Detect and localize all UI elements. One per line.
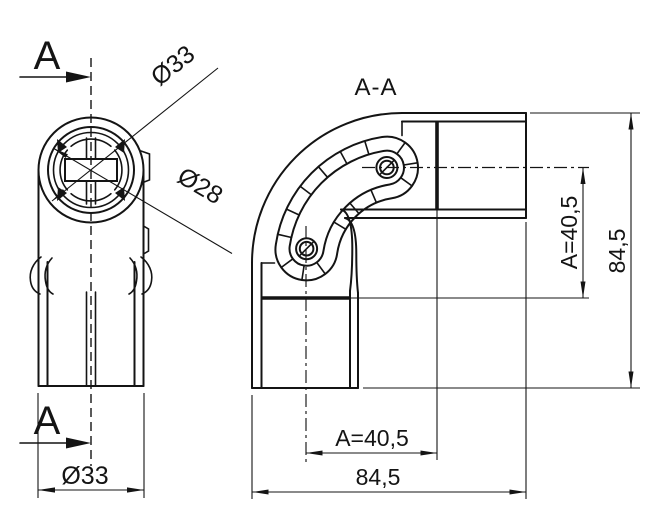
serration-tick bbox=[399, 176, 413, 187]
clamp-lug-upper bbox=[140, 150, 151, 184]
cut-wedge bbox=[115, 187, 125, 201]
serration-tick bbox=[280, 257, 294, 268]
dimension-overall-right-label: 84,5 bbox=[604, 229, 630, 274]
leader-arrowhead bbox=[52, 189, 67, 201]
screw-slot-line bbox=[298, 241, 315, 257]
serration-tick bbox=[301, 264, 305, 281]
dim-arrowhead bbox=[509, 489, 526, 495]
dim-arrowhead bbox=[127, 487, 144, 493]
inner-corner-bore-curve bbox=[340, 208, 354, 292]
section-arrowhead bbox=[66, 71, 91, 83]
leader-arrowhead bbox=[53, 148, 68, 158]
outer-diameter-label: Ø33 bbox=[146, 40, 200, 91]
dimension-a-right-label: A=40,5 bbox=[556, 196, 582, 270]
dim-arrowhead bbox=[628, 113, 634, 130]
section-view: A-A bbox=[251, 74, 640, 499]
end-view: Ø33 Ø28 A A Ø33 bbox=[19, 34, 233, 498]
dimension-overall-bottom: 84,5 bbox=[252, 464, 526, 495]
dimension-overall-right: 84,5 bbox=[604, 113, 634, 388]
dimension-a-bottom: A=40,5 bbox=[306, 425, 437, 456]
kidney-slot-serrated-band bbox=[274, 135, 419, 282]
slot-edge-lines bbox=[85, 137, 97, 205]
dim-arrowhead bbox=[580, 281, 586, 298]
tube-body bbox=[37, 169, 145, 387]
screw-shank-circle bbox=[298, 240, 315, 257]
section-view-title: A-A bbox=[354, 74, 397, 101]
section-arrowhead bbox=[66, 437, 91, 449]
section-arrow-top: A bbox=[19, 34, 91, 83]
neck-curve bbox=[140, 256, 153, 295]
dim-arrowhead bbox=[420, 450, 437, 456]
bottom-diameter-dimension: Ø33 bbox=[37, 393, 145, 498]
bore-lines bbox=[260, 120, 527, 389]
serration-tick bbox=[363, 140, 370, 156]
clamp-screw-lower bbox=[295, 237, 319, 261]
inner-dia-leader-line bbox=[52, 147, 233, 254]
elbow-outline bbox=[251, 112, 527, 389]
neck-curve bbox=[44, 257, 54, 295]
serration-arc bbox=[70, 138, 112, 148]
serration-tick bbox=[315, 261, 326, 275]
serration-tick bbox=[370, 189, 378, 204]
dimension-a-bottom-label: A=40,5 bbox=[335, 425, 409, 451]
dim-arrowhead bbox=[252, 489, 269, 495]
dimension-a-right: A=40,5 bbox=[556, 167, 586, 298]
dim-arrowhead bbox=[306, 450, 323, 456]
serration-tick bbox=[333, 221, 347, 231]
outer-dia-leader-line bbox=[51, 67, 219, 202]
bottom-diameter-label: Ø33 bbox=[61, 462, 108, 490]
screw-head-circle bbox=[295, 237, 319, 261]
serration-tick bbox=[396, 141, 406, 155]
serration-tick bbox=[285, 208, 301, 216]
dimension-overall-bottom-label: 84,5 bbox=[356, 464, 401, 490]
section-arrow-bottom: A bbox=[19, 399, 91, 449]
serration-tick bbox=[348, 202, 360, 215]
serration-tick bbox=[402, 162, 419, 166]
serration-tick bbox=[339, 150, 348, 165]
cut-wedge bbox=[57, 139, 67, 153]
neck-curve bbox=[128, 257, 138, 295]
section-label-top: A bbox=[34, 34, 61, 78]
dim-arrowhead bbox=[38, 487, 55, 493]
dim-arrowhead bbox=[580, 167, 586, 184]
outer-corner-arc bbox=[251, 112, 403, 264]
serration-ticks bbox=[276, 140, 419, 281]
serration-tick bbox=[276, 233, 293, 239]
neck-curve bbox=[29, 256, 42, 295]
serration-tick bbox=[299, 185, 313, 196]
inner-diameter-label: Ø28 bbox=[173, 162, 228, 210]
extension-lines bbox=[251, 112, 640, 499]
dim-arrowhead bbox=[628, 371, 634, 388]
kidney-slot-edge bbox=[288, 149, 405, 267]
serration-tick bbox=[317, 165, 329, 179]
neck-transition-curves bbox=[29, 256, 153, 295]
clamp-lug-lower bbox=[142, 225, 150, 255]
